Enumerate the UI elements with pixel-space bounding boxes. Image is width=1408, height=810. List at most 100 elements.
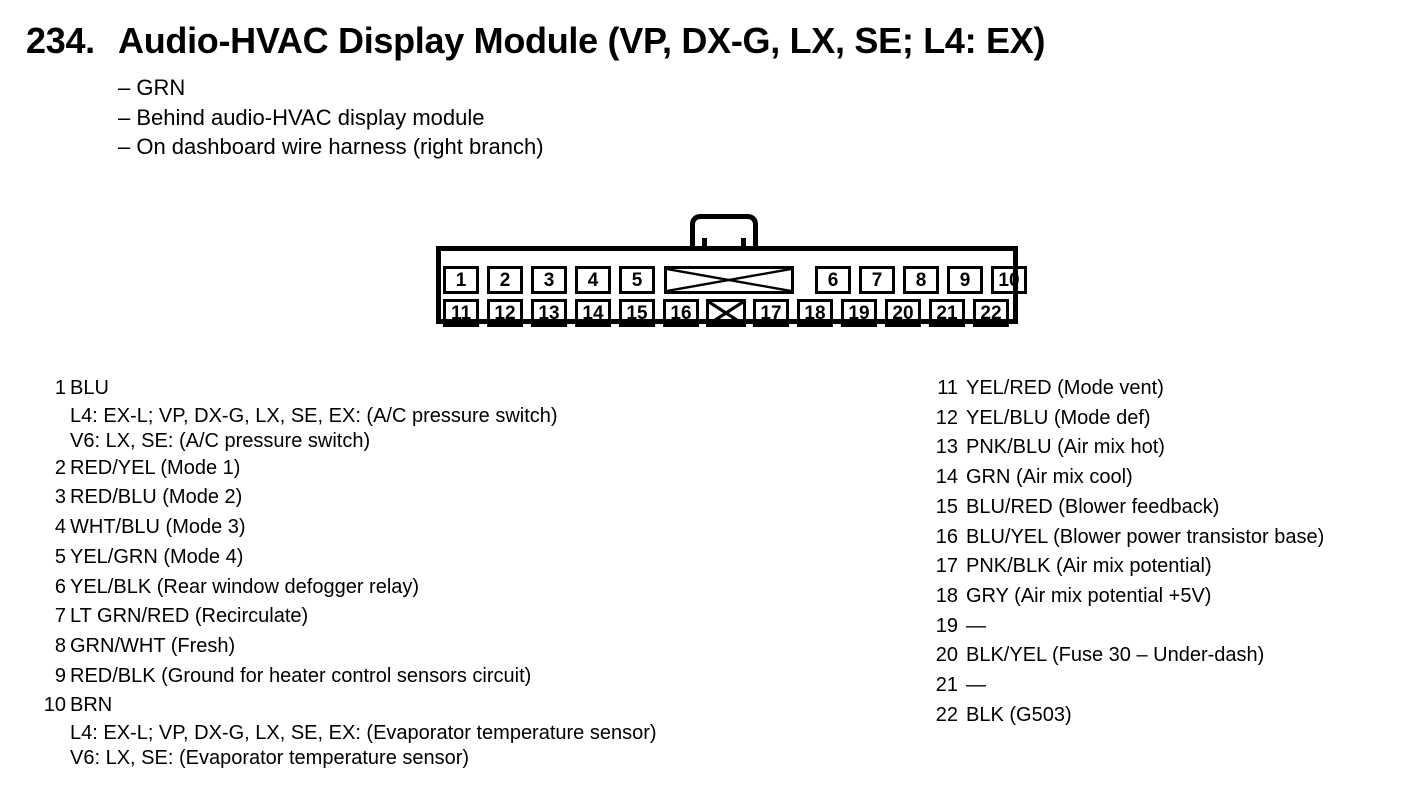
pin-number: 3 [54, 486, 66, 509]
connector-pin-cell: 11 [443, 299, 479, 327]
pin-description: PNK/BLK (Air mix potential) [966, 555, 1212, 578]
pin-description: RED/BLU (Mode 2) [70, 486, 243, 509]
connector-pin-cell: 18 [797, 299, 833, 327]
connector-pin-cell: 4 [575, 266, 611, 294]
connector-pin-cell: 6 [815, 266, 851, 294]
connector-pin-cell: 21 [929, 299, 965, 327]
pin-description: YEL/BLK (Rear window defogger relay) [70, 575, 420, 598]
pin-number: 4 [54, 516, 66, 539]
blanked-cavity-x-icon [664, 266, 794, 294]
connector-pin-cell: 12 [487, 299, 523, 327]
lock-tab-right-leg [736, 238, 746, 250]
connector-pin-cell: 16 [663, 299, 699, 327]
pin-description: YEL/BLU (Mode def) [966, 406, 1151, 429]
connector-pin-cell: 1 [443, 266, 479, 294]
pin-number: 15 [935, 495, 958, 518]
pin-description: PNK/BLU (Air mix hot) [966, 436, 1165, 459]
pin-entry: 18 GRY (Air mix potential +5V) [930, 582, 1324, 612]
pin-description: BLU/RED (Blower feedback) [966, 495, 1220, 518]
pin-number: 6 [54, 575, 66, 598]
pin-description: RED/YEL (Mode 1) [70, 456, 241, 479]
pin-entry: 21 — [930, 671, 1324, 701]
pin-entry: 17 PNK/BLK (Air mix potential) [930, 552, 1324, 582]
connector-pin-cell: 15 [619, 299, 655, 327]
pin-description: YEL/GRN (Mode 4) [70, 545, 244, 568]
connector-pin-cell: 17 [753, 299, 789, 327]
note-harness: – On dashboard wire harness (right branc… [118, 134, 544, 159]
title-text: Audio-HVAC Display Module (VP, DX-G, LX,… [118, 20, 1046, 61]
pin-number: 11 [937, 377, 958, 399]
pin-number: 17 [935, 555, 958, 578]
connector-pin-cell: 13 [531, 299, 567, 327]
pin-entry: 15 BLU/RED (Blower feedback) [930, 493, 1324, 523]
note-location: – Behind audio-HVAC display module [118, 104, 485, 130]
pin-entry: 22 BLK (G503) [930, 701, 1324, 731]
pin-number: 1 [54, 377, 66, 399]
pin-number: 14 [935, 466, 958, 489]
connector-pin-cell: 10 [991, 266, 1027, 294]
pin-entry: 13 PNK/BLU (Air mix hot) [930, 433, 1324, 463]
connector-pin-cell: 19 [841, 299, 877, 327]
pin-number: 7 [54, 605, 66, 628]
pin-number: 19 [935, 614, 958, 637]
pin-number: 10 [43, 694, 66, 717]
pin-description: RED/BLK (Ground for heater control senso… [70, 664, 532, 687]
pin-description: — [966, 614, 986, 637]
pin-number: 18 [935, 584, 958, 607]
pin-entry: 12 YEL/BLU (Mode def) [930, 404, 1324, 434]
pin-number: 20 [935, 644, 958, 667]
pin-description: WHT/BLU (Mode 3) [70, 516, 246, 539]
pin-description: — [966, 674, 986, 697]
pin-description: BLK (G503) [966, 703, 1072, 726]
pin-number: 22 [935, 703, 958, 726]
connector-lock-tab [690, 214, 758, 248]
pin-variant-note: L4: EX-L; VP, DX-G, LX, SE, EX: (Evapora… [70, 722, 657, 745]
section-number: 234. [26, 20, 95, 61]
pin-number: 9 [54, 664, 66, 687]
lock-tab-left-leg [702, 238, 712, 250]
pin-number: 2 [54, 456, 66, 479]
connector-pin-cell: 22 [973, 299, 1009, 327]
pin-variant-note: V6: LX, SE: (A/C pressure switch) [70, 429, 371, 452]
connector-pin-cell: 3 [531, 266, 567, 294]
location-notes: – GRN – Behind audio-HVAC display module… [118, 73, 544, 162]
connector-pin-cell: 9 [947, 266, 983, 294]
pin-number: 21 [935, 674, 958, 697]
pin-description: LT GRN/RED (Recirculate) [70, 605, 309, 628]
pin-description: GRN (Air mix cool) [966, 466, 1133, 489]
note-color: – GRN [118, 75, 186, 100]
pin-description: GRY (Air mix potential +5V) [966, 584, 1212, 607]
connector-pin-cell: 14 [575, 299, 611, 327]
pin-description: BLU/YEL (Blower power transistor base) [966, 525, 1325, 548]
pin-description: GRN/WHT (Fresh) [70, 634, 236, 657]
pin-variant-note: L4: EX-L; VP, DX-G, LX, SE, EX: (A/C pre… [70, 404, 558, 427]
pin-description: BRN [70, 694, 113, 717]
pin-entry: 14 GRN (Air mix cool) [930, 463, 1324, 493]
page-title: 234. Audio-HVAC Display Module (VP, DX-G,… [26, 20, 1045, 62]
connector-pin-cell: 7 [859, 266, 895, 294]
connector-pin-cell: 20 [885, 299, 921, 327]
pin-entry: 19 — [930, 612, 1324, 642]
pin-number: 12 [935, 406, 958, 429]
pin-description: BLU [70, 377, 109, 399]
pin-number: 8 [54, 634, 66, 657]
pin-number: 13 [935, 436, 958, 459]
connector-pin-cell: 8 [903, 266, 939, 294]
connector-pin-cell: 2 [487, 266, 523, 294]
